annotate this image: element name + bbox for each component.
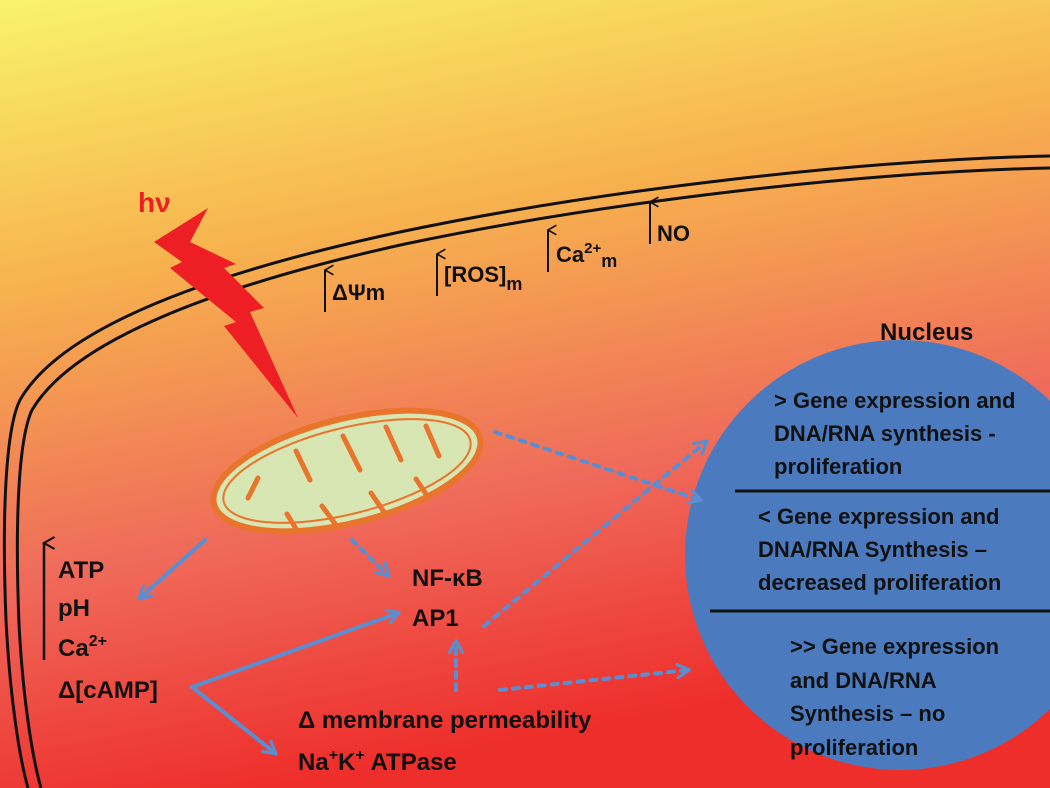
light-bolt-icon bbox=[154, 208, 298, 418]
mitochondrion bbox=[210, 407, 484, 535]
marker-delta-psi: ΔΨm bbox=[325, 270, 385, 312]
calcium-label: Ca2+ bbox=[58, 633, 107, 662]
nucleus-dividers bbox=[710, 489, 1050, 613]
na-text: Na bbox=[298, 749, 329, 776]
calcium-text: Ca bbox=[58, 635, 89, 662]
calcium-m-text: Ca bbox=[556, 242, 585, 267]
arrow-mito-to-cytoplasm bbox=[140, 538, 207, 598]
arrow-mito-to-nfkb bbox=[350, 538, 388, 575]
outcome-2-line-3: decreased proliferation bbox=[758, 570, 1001, 595]
svg-text:NO: NO bbox=[657, 221, 690, 246]
ros-text: [ROS] bbox=[444, 262, 506, 287]
atpase-text: ATPase bbox=[365, 749, 457, 776]
svg-text:Ca2+m: Ca2+m bbox=[556, 240, 617, 271]
marker-ros: [ROS]m bbox=[437, 254, 522, 296]
no-text: NO bbox=[657, 221, 690, 246]
nfkb-label: NF-κB bbox=[412, 565, 483, 592]
ap1-label: AP1 bbox=[412, 605, 459, 632]
light-label: hν bbox=[138, 187, 171, 218]
atp-label: ATP bbox=[58, 557, 104, 584]
outcome-3-line-3: Synthesis – no bbox=[790, 701, 945, 726]
pathway-arrows bbox=[140, 430, 706, 753]
cell-membrane bbox=[2, 154, 1050, 788]
outcome-1-line-2: DNA/RNA synthesis - bbox=[774, 421, 996, 446]
outcome-1-line-1: > Gene expression and bbox=[774, 388, 1015, 413]
marker-no: NO bbox=[650, 202, 690, 246]
outcome-3-line-1: >> Gene expression bbox=[790, 634, 999, 659]
marker-calcium-m: Ca2+m bbox=[548, 230, 617, 272]
membrane-permeability-label: Δ membrane permeability bbox=[298, 707, 592, 734]
na-superscript: + bbox=[329, 747, 338, 764]
arrow-ap1-to-nucleus bbox=[482, 442, 706, 628]
k-superscript: + bbox=[355, 747, 364, 764]
arrow-membrane-to-nucleus bbox=[498, 670, 688, 692]
arrow-camp-to-ap1 bbox=[190, 613, 398, 689]
outcome-1-line-3: proliferation bbox=[774, 454, 902, 479]
svg-text:ΔΨm: ΔΨm bbox=[332, 280, 385, 305]
ph-label: pH bbox=[58, 595, 90, 622]
arrow-mito-to-nucleus bbox=[493, 430, 700, 500]
mitochondrial-cristae bbox=[245, 423, 442, 535]
nucleus bbox=[685, 340, 1050, 770]
nucleus-title: Nucleus bbox=[880, 319, 973, 346]
ros-subscript: m bbox=[506, 274, 522, 294]
outcome-2-line-1: < Gene expression and bbox=[758, 504, 999, 529]
camp-label: Δ[cAMP] bbox=[58, 677, 158, 704]
outcome-3-line-4: proliferation bbox=[790, 735, 918, 760]
calcium-m-superscript: 2+ bbox=[584, 240, 601, 257]
delta-psi-text: ΔΨm bbox=[332, 280, 385, 305]
svg-text:[ROS]m: [ROS]m bbox=[444, 262, 522, 294]
outcome-2-line-2: DNA/RNA Synthesis – bbox=[758, 537, 987, 562]
k-text: K bbox=[338, 749, 356, 776]
atpase-label: Na+K+ ATPase bbox=[298, 747, 457, 776]
arrow-camp-to-membrane bbox=[190, 685, 275, 753]
calcium-m-subscript: m bbox=[601, 251, 617, 271]
outcome-3-line-2: and DNA/RNA bbox=[790, 668, 937, 693]
calcium-superscript: 2+ bbox=[89, 633, 107, 650]
